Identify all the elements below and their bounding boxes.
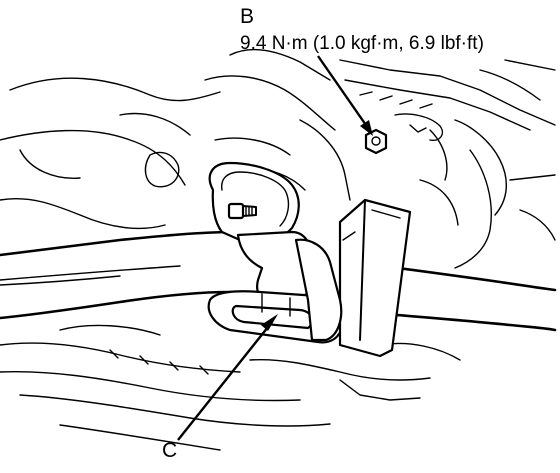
callout-label-b: B [240, 5, 254, 28]
callout-arrow-c [177, 314, 278, 441]
hanger-bracket [208, 161, 300, 242]
muffler-bracket [294, 198, 412, 358]
callout-arrow-b [317, 55, 373, 136]
callout-label-c: C [162, 439, 177, 462]
mounting-bolt [227, 202, 257, 220]
torque-spec-b: 9.4 N·m (1.0 kgf·m, 6.9 lbf·ft) [240, 33, 484, 54]
flange-nut-b [364, 128, 388, 155]
underbody-background [0, 49, 556, 451]
